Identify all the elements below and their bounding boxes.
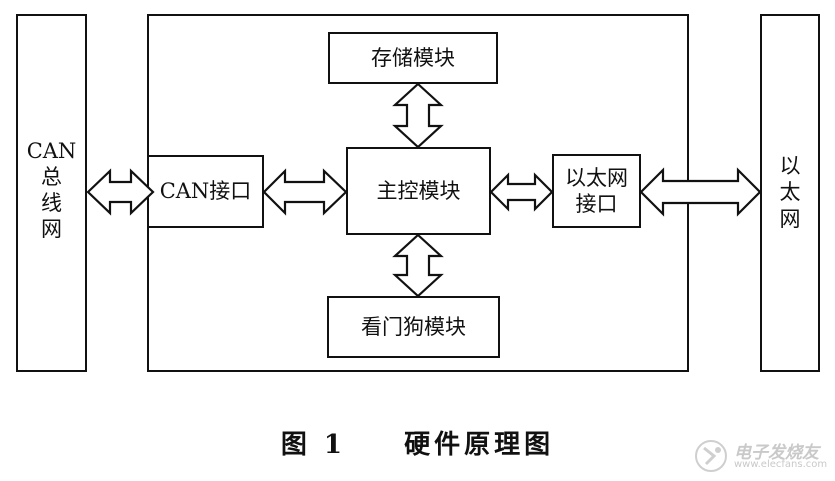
- arrow-ethernet-interface-to-network: [639, 167, 762, 217]
- storage-module-box: [328, 32, 498, 84]
- can-bus-network-label: CAN 总 线 网: [16, 120, 87, 260]
- ethernet-interface-box: [552, 154, 641, 228]
- can-bus-network-line-1: CAN: [26, 138, 77, 163]
- ethernet-network-line-3: 网: [779, 206, 801, 231]
- watermark-url: www.elecfans.com: [734, 459, 828, 470]
- ethernet-interface-line-1: 以太网: [565, 165, 628, 190]
- ethernet-network-label: 以 太 网: [760, 140, 820, 245]
- arrow-storage-to-main: [392, 82, 444, 149]
- figure-title: 硬件原理图: [404, 430, 555, 460]
- arrow-can-interface-to-main: [262, 168, 348, 216]
- can-bus-network-line-2: 总: [41, 164, 62, 189]
- can-bus-network-box: [16, 14, 87, 372]
- figure-caption: 图 1 硬件原理图: [0, 424, 835, 461]
- arrow-can-bus-to-interface: [86, 168, 155, 216]
- arrow-main-to-watchdog: [392, 233, 444, 298]
- elecfans-logo-icon: [695, 440, 727, 472]
- can-bus-network-line-4: 网: [41, 217, 62, 242]
- watchdog-module-label: 看门狗模块: [361, 314, 466, 339]
- ethernet-network-line-1: 以: [779, 154, 801, 179]
- can-interface-label: CAN接口: [159, 179, 252, 204]
- ethernet-interface-label: 以太网 接口: [552, 154, 641, 228]
- main-control-module-label: 主控模块: [376, 178, 461, 203]
- arrow-main-to-ethernet-interface: [489, 172, 554, 212]
- watchdog-module-box: [327, 296, 500, 358]
- watermark: 电子发烧友 www.elecfans.com: [690, 438, 830, 474]
- storage-module-label: 存储模块: [371, 45, 455, 70]
- can-bus-network-line-3: 线: [41, 191, 62, 215]
- ethernet-interface-line-2: 接口: [575, 192, 618, 216]
- figure-number: 图 1: [280, 430, 346, 460]
- ethernet-network-box: [760, 14, 820, 372]
- ethernet-network-line-2: 太: [779, 180, 801, 205]
- watermark-name: 电子发烧友: [734, 443, 819, 463]
